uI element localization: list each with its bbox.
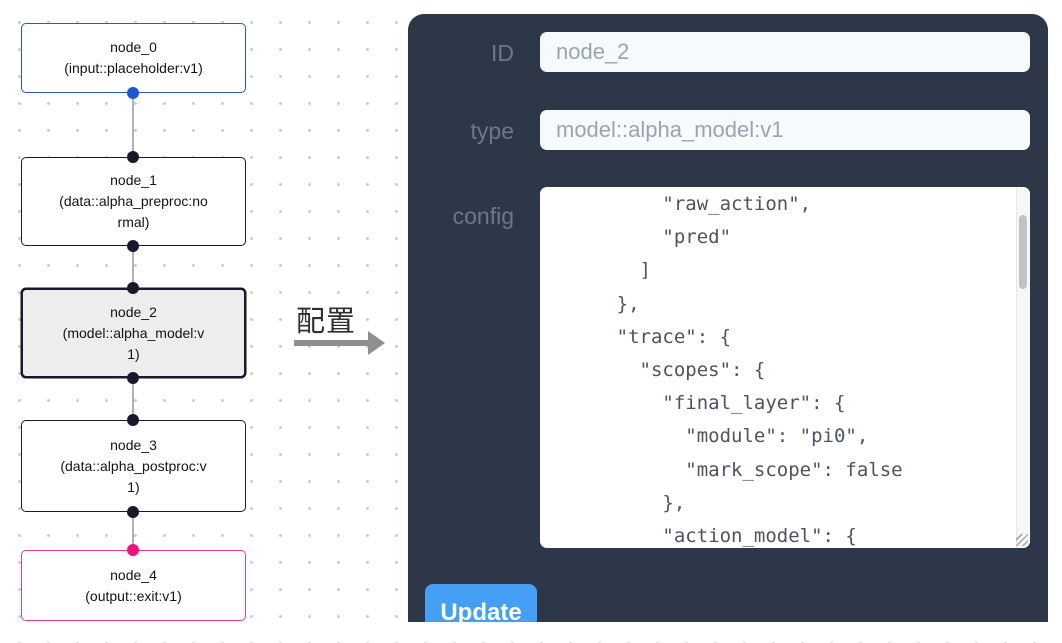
node-title: node_1 [110,172,157,188]
flow-node-node_1[interactable]: node_1 (data::alpha_preproc:normal) [21,157,246,246]
flow-node-node_3[interactable]: node_3 (data::alpha_postproc:v1) [21,420,246,512]
node1-target-handle[interactable] [127,151,139,163]
node0-source-handle[interactable] [127,87,139,99]
node3-target-handle[interactable] [127,414,139,426]
config-json-text: "raw_action", "pred" ] }, "trace": { "sc… [616,193,903,548]
type-input[interactable]: model::alpha_model:v1 [540,110,1030,150]
flow-node-node_0[interactable]: node_0 (input::placeholder:v1) [21,23,246,93]
type-field-label: type [470,118,514,144]
node-subtitle: (model::alpha_model:v1) [62,324,205,362]
type-input-value: model::alpha_model:v1 [556,117,784,142]
flow-node-node_2[interactable]: node_2 (model::alpha_model:v1) [21,288,246,378]
right-arrow-icon [368,331,385,355]
id-input-value: node_2 [556,39,630,64]
update-button[interactable]: Update [425,584,537,622]
config-textarea[interactable]: "raw_action", "pred" ] }, "trace": { "sc… [540,187,1030,548]
config-scrollbar-thumb[interactable] [1019,215,1027,289]
node2-source-handle[interactable] [127,372,139,384]
config-annotation-label: 配置 [296,306,357,338]
node1-source-handle[interactable] [127,240,139,252]
textarea-resize-handle-icon[interactable] [1016,534,1028,546]
node3-source-handle[interactable] [127,506,139,518]
node-subtitle: (data::alpha_postproc:v1) [60,457,207,495]
node-subtitle: (input::placeholder:v1) [64,60,203,76]
node-subtitle: (data::alpha_preproc:normal) [59,193,208,230]
node-title: node_4 [110,566,157,583]
node2-target-handle[interactable] [127,282,139,294]
flow-node-node_4[interactable]: node_4 (output::exit:v1) [21,550,246,621]
node-title: node_2 [110,303,157,320]
node-title: node_3 [110,436,157,453]
right-arrow-shaft [294,340,370,346]
id-input[interactable]: node_2 [540,32,1030,72]
node-title: node_0 [110,39,157,55]
node4-target-handle[interactable] [127,544,139,556]
id-field-label: ID [491,40,514,66]
node-subtitle: (output::exit:v1) [85,587,182,604]
node-config-panel: ID node_2 type model::alpha_model:v1 con… [408,14,1048,622]
config-scrollbar-track[interactable] [1016,187,1030,548]
config-field-label: config [452,203,514,229]
